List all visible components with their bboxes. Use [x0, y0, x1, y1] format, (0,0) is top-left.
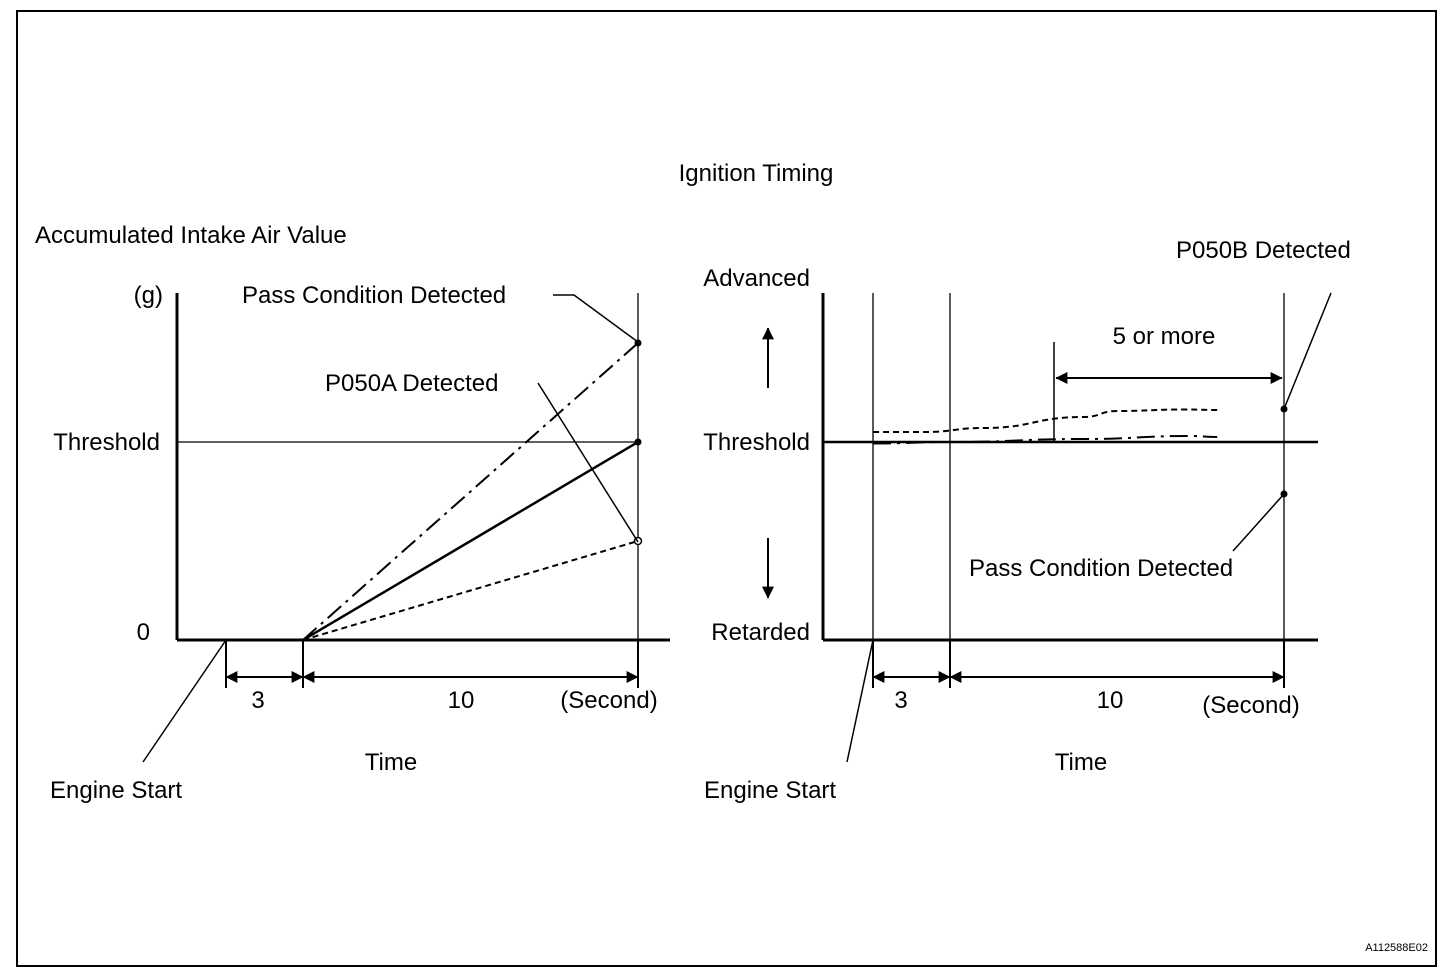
- right-y-tick-advanced: Advanced: [703, 265, 810, 292]
- left-y-tick-threshold: Threshold: [53, 429, 160, 456]
- chart-accumulated-intake-air: Accumulated Intake Air Value (g) Thresho…: [35, 222, 670, 804]
- left-interval-label-10: 10: [448, 687, 475, 714]
- duration-label: 5 or more: [1113, 323, 1216, 350]
- left-y-unit-label: (g): [134, 282, 163, 309]
- right-pass-condition-label: Pass Condition Detected: [969, 555, 1233, 582]
- right-p050b-leader: [1283, 292, 1332, 410]
- figure-frame: [16, 10, 1437, 967]
- left-x-unit-label: (Second): [560, 687, 657, 714]
- left-series-solid: [302, 440, 639, 642]
- chart-ignition-timing: Ignition Timing Advanced Threshold Retar…: [679, 160, 1351, 804]
- right-x-axis-title: Time: [1055, 749, 1107, 776]
- right-interval-label-3: 3: [894, 687, 907, 714]
- right-y-tick-threshold: Threshold: [703, 429, 810, 456]
- left-pass-leader: [553, 294, 639, 343]
- right-x-unit-label: (Second): [1202, 692, 1299, 719]
- left-p050a-label: P050A Detected: [325, 370, 498, 397]
- left-x-axis-title: Time: [365, 749, 417, 776]
- left-series-dashed: [302, 540, 639, 641]
- right-interval-label-10: 10: [1097, 687, 1124, 714]
- left-engine-start-leader: [142, 639, 227, 763]
- left-p050a-leader: [537, 382, 639, 543]
- right-y-tick-retarded: Retarded: [711, 619, 810, 646]
- left-y-axis-title: Accumulated Intake Air Value: [35, 222, 347, 249]
- left-series-dash-dot: [302, 342, 639, 641]
- left-point-threshold: [634, 438, 642, 446]
- right-series-dash-dot: [872, 434, 1218, 445]
- right-engine-start-label: Engine Start: [704, 777, 836, 804]
- right-series-dashed: [872, 408, 1218, 433]
- right-pass-leader: [1232, 493, 1285, 552]
- right-chart-title: Ignition Timing: [679, 160, 834, 187]
- left-y-tick-zero: 0: [137, 619, 150, 646]
- left-interval-label-3: 3: [251, 687, 264, 714]
- left-pass-condition-label: Pass Condition Detected: [242, 282, 506, 309]
- left-engine-start-label: Engine Start: [50, 777, 182, 804]
- figure-reference-code: A112588E02: [1365, 942, 1428, 954]
- right-engine-start-leader: [846, 639, 874, 763]
- right-p050b-label: P050B Detected: [1176, 237, 1351, 264]
